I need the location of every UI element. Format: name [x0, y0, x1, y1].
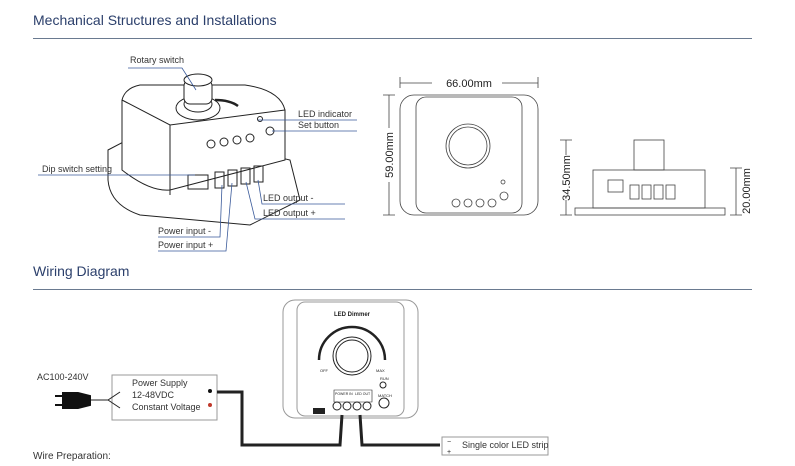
callout-set-button: Set button — [298, 120, 340, 130]
match-label: MATCH — [378, 393, 392, 398]
dimension-width: 66.00mm — [446, 78, 492, 90]
section-title-wiring: Wiring Diagram — [33, 263, 130, 279]
callout-power-input-plus: Power input + — [158, 240, 214, 250]
section-rule — [33, 289, 752, 290]
off-label: OFF — [320, 368, 329, 373]
callout-power-input-minus: Power input - — [158, 226, 212, 236]
callout-dip-switch: Dip switch setting — [42, 164, 113, 174]
led-strip-label: Single color LED strip — [462, 440, 549, 450]
callout-rotary-switch: Rotary switch — [130, 55, 185, 65]
section-title-mechanical: Mechanical Structures and Installations — [33, 12, 277, 28]
dimension-total-height: 34.50mm — [561, 155, 573, 201]
ac-plug-icon — [55, 392, 91, 409]
section-rule — [33, 38, 752, 39]
callout-led-indicator: LED indicator — [298, 109, 353, 119]
svg-text:−: − — [447, 439, 451, 446]
max-label: MAX — [376, 368, 385, 373]
wire-preparation-label: Wire Preparation: — [33, 451, 111, 462]
callout-led-output-plus: LED output + — [263, 208, 316, 218]
led-out-label: LED OUT — [355, 392, 371, 396]
dimension-body-height: 20.00mm — [741, 168, 753, 214]
svg-text:+: + — [447, 449, 451, 456]
ac-input-label: AC100-240V — [37, 372, 89, 382]
psu-line2: 12-48VDC — [132, 390, 175, 400]
power-in-label: POWER IN — [335, 392, 353, 396]
device-title: LED Dimmer — [334, 312, 371, 318]
psu-line1: Power Supply — [132, 378, 188, 388]
psu-line3: Constant Voltage — [132, 402, 201, 412]
callout-led-output-minus: LED output - — [263, 193, 314, 203]
run-label: RUN — [380, 376, 389, 381]
dimension-height: 59.00mm — [384, 132, 396, 178]
